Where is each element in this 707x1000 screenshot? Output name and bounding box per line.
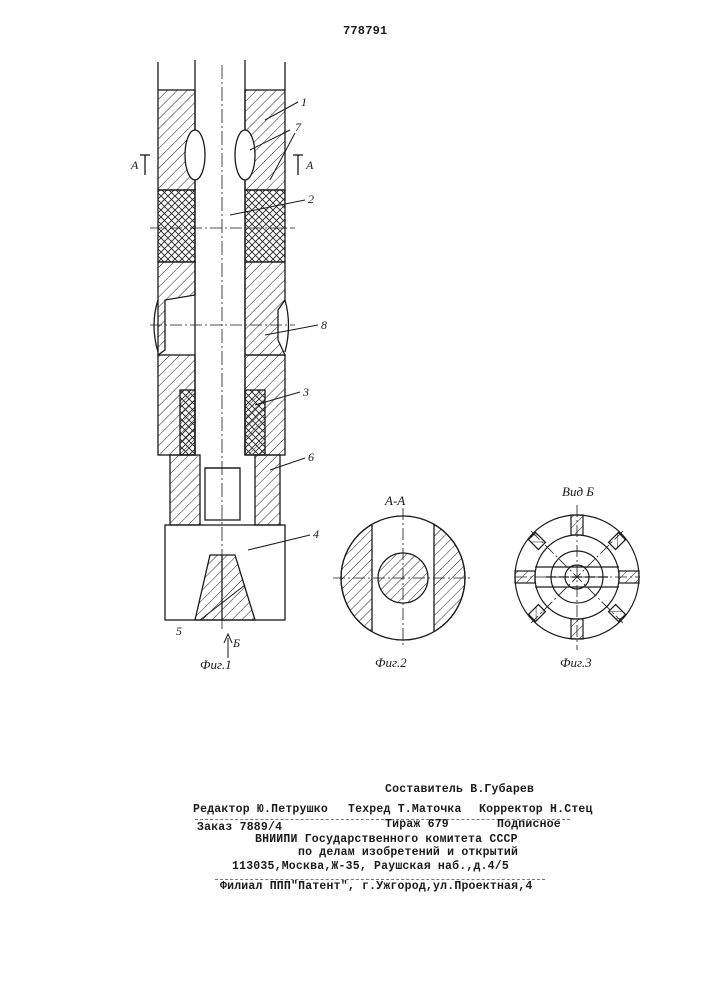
figure-1-caption: Фиг.1 (200, 657, 232, 673)
callout-2: 2 (308, 192, 314, 207)
org-line-2: по делам изобретений и открытий (298, 846, 518, 859)
figure-3-drawing (515, 505, 640, 650)
section-mark-right: А (306, 158, 313, 173)
figure-3-caption: Фиг.3 (560, 655, 592, 671)
callout-1: 1 (301, 95, 307, 110)
corrector-line: Корректор Н.Стец (479, 803, 593, 816)
section-mark-left: А (131, 158, 138, 173)
figure-2-drawing (333, 508, 473, 648)
callout-8: 8 (321, 318, 327, 333)
callout-5: 5 (176, 624, 182, 639)
callout-4: 4 (313, 527, 319, 542)
callout-7: 7 (295, 120, 301, 135)
circulation-line: Тираж 679 (385, 818, 449, 831)
editor-line: Редактор Ю.Петрушко (193, 803, 328, 816)
figure-3-title: Вид Б (562, 484, 594, 500)
figure-2-title: А-А (385, 493, 405, 509)
branch-line: Филиал ППП"Патент", г.Ужгород,ул.Проектн… (220, 880, 532, 893)
address-line: 113035,Москва,Ж-35, Раушская наб.,д.4/5 (232, 860, 509, 873)
callout-6: 6 (308, 450, 314, 465)
techred-line: Техред Т.Маточка (348, 803, 462, 816)
view-mark: Б (233, 636, 240, 651)
subscription-line: Подписное (497, 818, 561, 831)
figure-2-caption: Фиг.2 (375, 655, 407, 671)
compiler-line: Составитель В.Губарев (385, 783, 534, 796)
org-line-1: ВНИИПИ Государственного комитета СССР (255, 833, 518, 846)
figure-1-drawing (140, 60, 318, 658)
callout-3: 3 (303, 385, 309, 400)
